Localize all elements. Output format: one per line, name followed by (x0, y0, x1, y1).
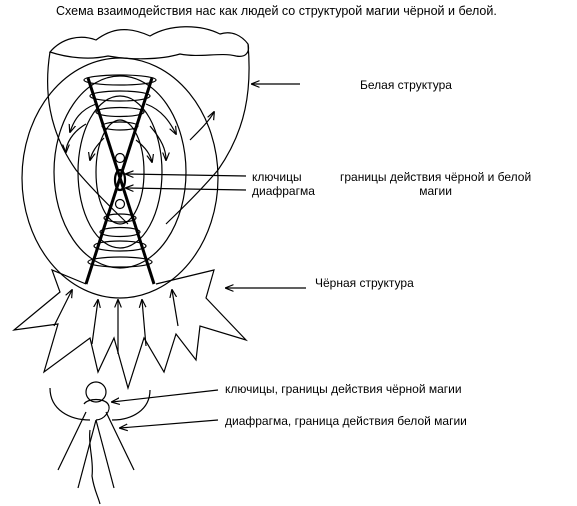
x-cross-lines (84, 77, 156, 285)
label-white-structure: Белая структура (360, 78, 452, 92)
arrow-clavicles-black (112, 389, 219, 402)
label-clavicles-black-boundary: ключицы, границы действия чёрной магии (225, 382, 462, 396)
label-diaphragm: диафрагма (252, 184, 315, 198)
white-structure-bowl (46, 26, 250, 225)
arrow-diaphragm (126, 188, 247, 190)
label-boundaries-line2: магии (419, 184, 452, 198)
pointer-arrows (112, 84, 306, 428)
field-ovals (21, 57, 219, 299)
diagram-title: Схема взаимодействия нас как людей со ст… (56, 4, 497, 18)
label-clavicles: ключицы (252, 170, 302, 184)
arrow-diaphragm-white (120, 419, 219, 428)
label-diaphragm-white-boundary: диафрагма, граница действия белой магии (225, 414, 467, 428)
label-black-structure: Чёрная структура (315, 276, 414, 290)
up-arrows (53, 290, 179, 354)
curl-arrows (66, 103, 214, 162)
label-boundaries-line1: границы действия чёрной и белой (340, 170, 532, 184)
black-structure-star (11, 268, 249, 391)
label-boundaries: границы действия чёрной и белой магии (340, 170, 531, 198)
human-figure (49, 381, 151, 505)
center-points (113, 152, 127, 210)
arrow-clavicles (126, 174, 247, 176)
